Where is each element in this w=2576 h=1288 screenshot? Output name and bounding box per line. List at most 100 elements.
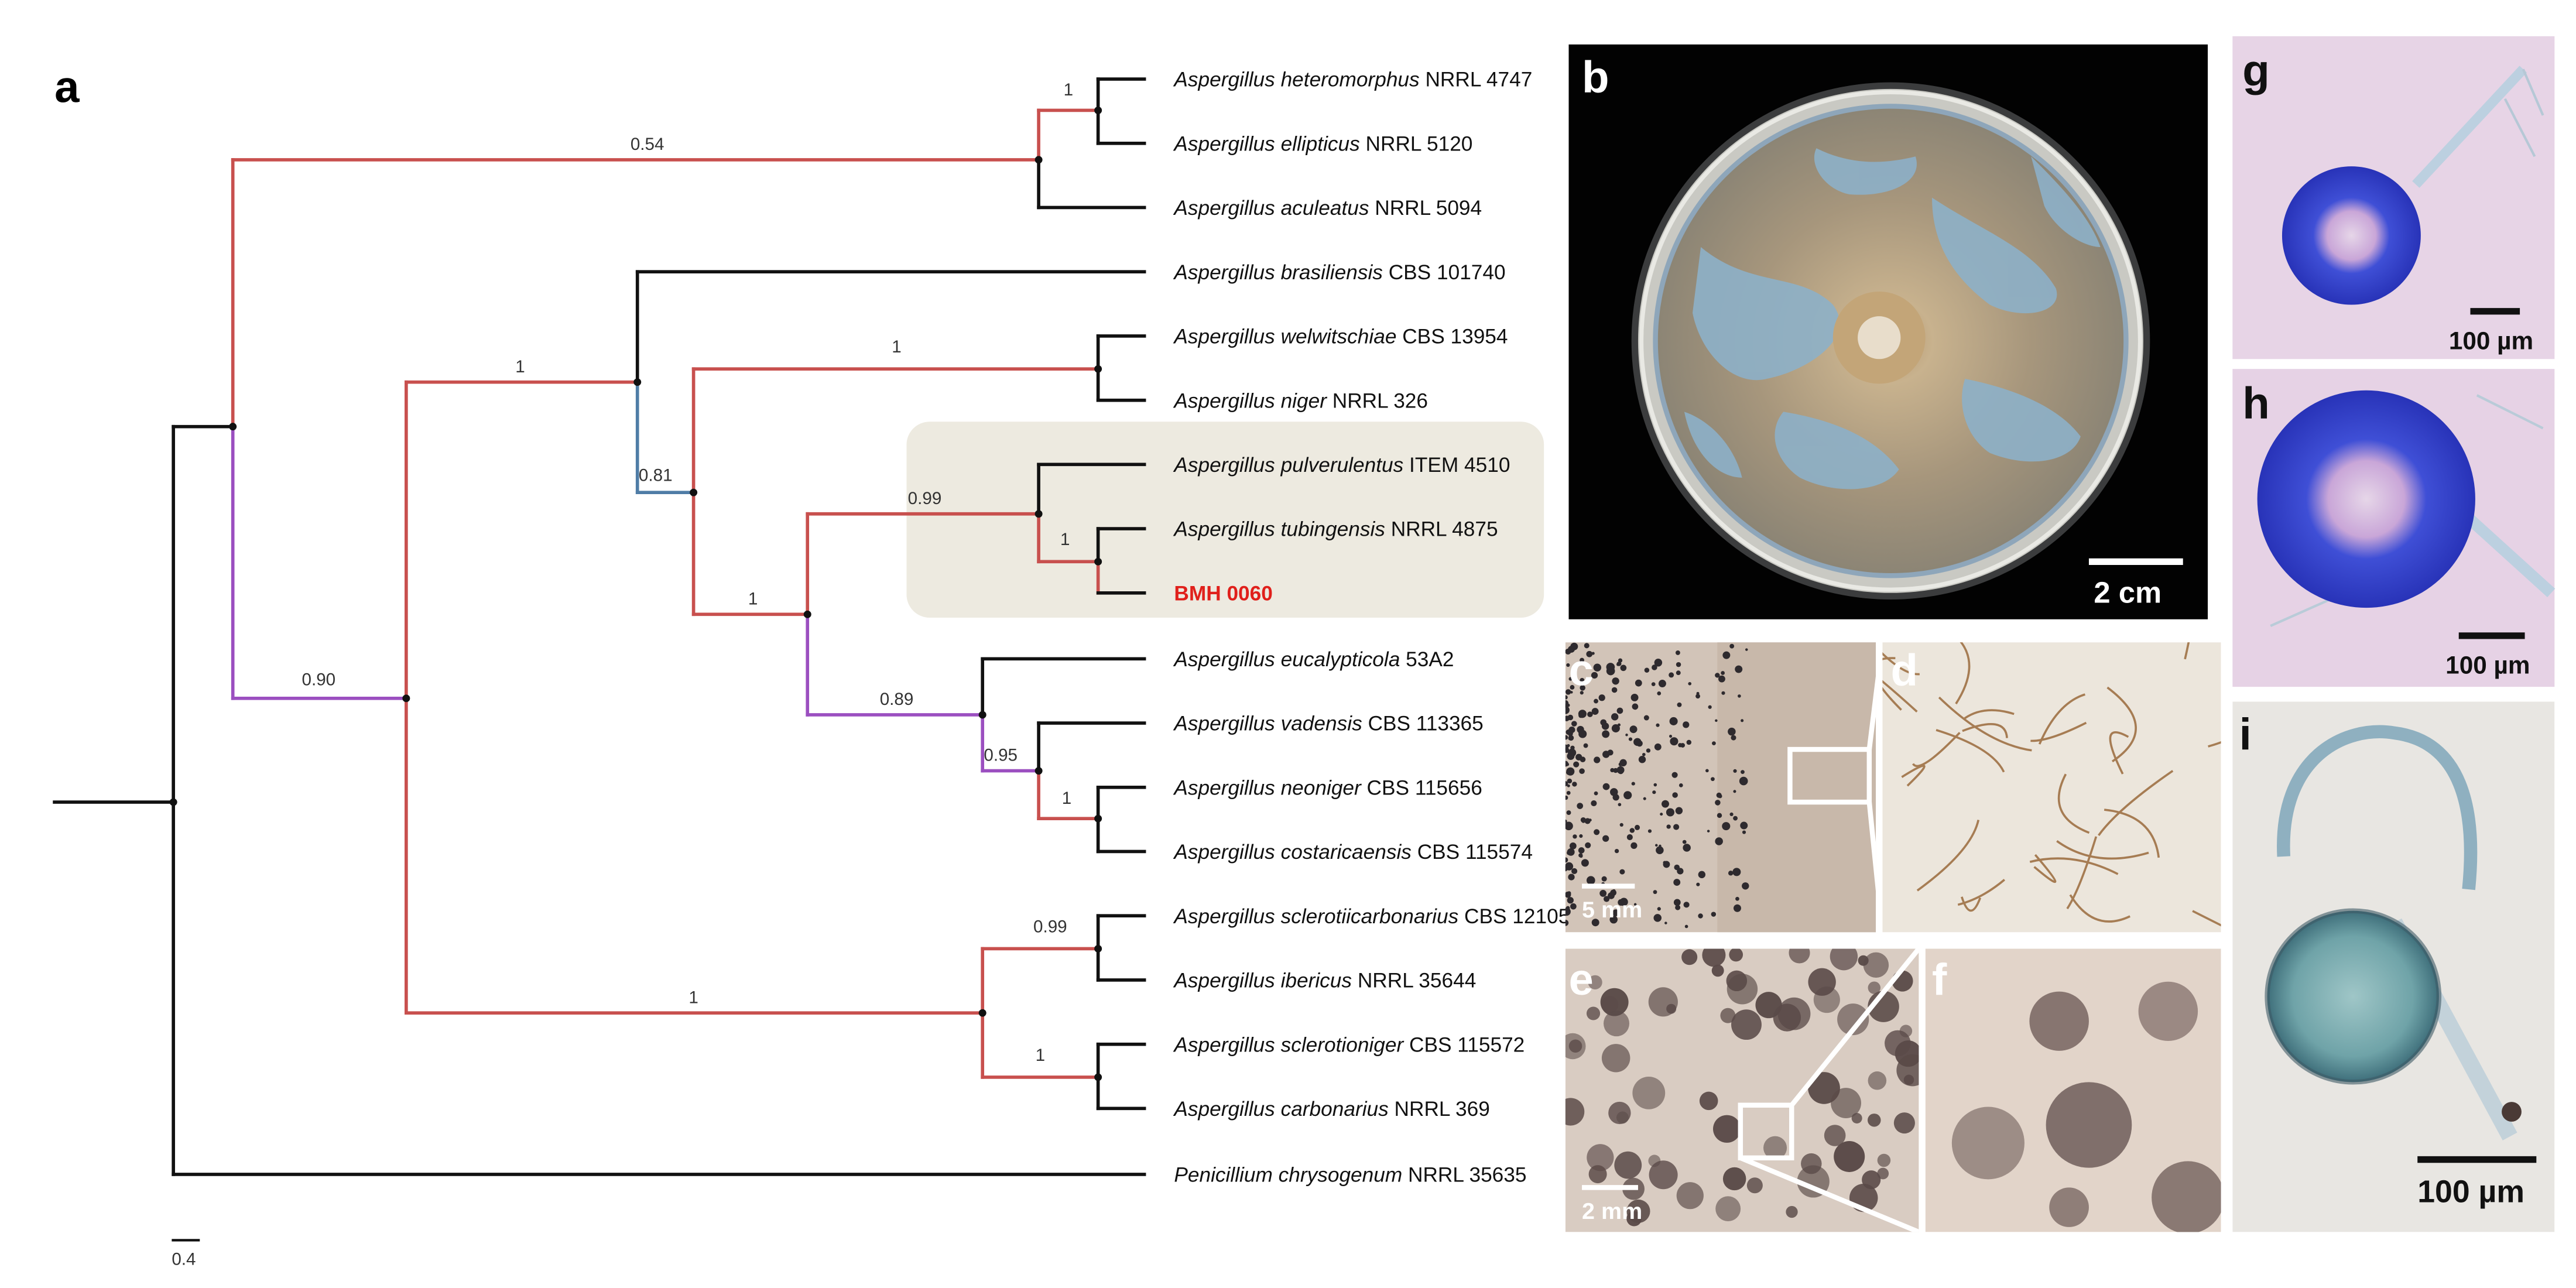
tree-node [1094, 1073, 1102, 1081]
panel-e-photo: 2 mm [1565, 948, 1919, 1232]
tree-node [1034, 510, 1043, 518]
panel-label-a: a [54, 63, 80, 112]
taxon-highlight-name: BMH 0060 [1174, 582, 1272, 605]
taxon-label: BMH 0060 [1174, 582, 1272, 605]
taxon-label: Aspergillus tubingensis NRRL 4875 [1173, 518, 1498, 541]
tree-node [1094, 365, 1102, 373]
panel-i-photo: 100 µm [2232, 701, 2555, 1232]
taxon-strain: NRRL 5120 [1360, 132, 1473, 155]
taxon-labels: Aspergillus heteromorphus NRRL 4747Asper… [1173, 68, 1581, 1187]
taxon-species: Aspergillus costaricaensis [1173, 841, 1412, 864]
taxon-label: Aspergillus ellipticus NRRL 5120 [1173, 132, 1472, 155]
taxon-strain: NRRL 4747 [1420, 68, 1533, 91]
panel-f-photo [1925, 948, 2221, 1232]
taxon-strain: CBS 121057 [1458, 905, 1581, 928]
taxon-strain: NRRL 35644 [1352, 970, 1476, 992]
panel-c-photo: 5 mm [1565, 642, 1876, 933]
taxon-species: Aspergillus sclerotiicarbonarius [1173, 905, 1458, 928]
panel-label-g: g [2242, 46, 2270, 95]
taxon-species: Aspergillus sclerotioniger [1173, 1033, 1404, 1056]
scale-bar-h-label: 100 µm [2445, 652, 2530, 679]
tree-node [1094, 944, 1102, 953]
tree-node [229, 423, 237, 431]
scale-bar-i-label: 100 µm [2417, 1175, 2524, 1210]
panel-b-photo: 2 cm [1568, 44, 2208, 619]
scale-bar-c-label: 5 mm [1582, 897, 1642, 923]
support-value: 1 [515, 357, 525, 376]
tree-node [1094, 814, 1102, 823]
tree-node [1034, 767, 1043, 775]
taxon-species: Aspergillus niger [1173, 389, 1327, 412]
support-value: 1 [1064, 80, 1073, 100]
taxon-strain: CBS 13954 [1396, 326, 1508, 348]
taxon-strain: NRRL 326 [1327, 389, 1428, 412]
panel-label-f: f [1932, 955, 1947, 1005]
taxon-label: Aspergillus carbonarius NRRL 369 [1173, 1098, 1489, 1121]
taxon-species: Aspergillus heteromorphus [1173, 68, 1419, 91]
scale-bar-e-label: 2 mm [1582, 1198, 1642, 1224]
tree-scale-bar: 0.4 [172, 1239, 200, 1269]
support-value: 0.99 [908, 489, 942, 508]
taxon-label: Aspergillus eucalypticola 53A2 [1173, 648, 1454, 671]
tree-node [1034, 156, 1043, 164]
taxon-strain: CBS 115656 [1361, 776, 1482, 799]
taxon-species: Aspergillus neoniger [1173, 776, 1362, 799]
taxon-species: Aspergillus ellipticus [1173, 132, 1359, 155]
taxon-strain: CBS 115572 [1403, 1033, 1525, 1056]
taxon-strain: NRRL 369 [1389, 1098, 1490, 1121]
taxon-species: Aspergillus eucalypticola [1173, 648, 1400, 671]
tree-branches [53, 77, 1146, 1176]
taxon-label: Aspergillus vadensis CBS 113365 [1173, 712, 1483, 735]
panel-h-photo: 100 µm [2232, 369, 2556, 687]
taxon-label: Aspergillus sclerotiicarbonarius CBS 121… [1173, 905, 1581, 928]
support-value: 0.54 [631, 135, 664, 154]
taxon-strain: CBS 113365 [1362, 712, 1484, 735]
taxon-strain: CBS 115574 [1412, 841, 1533, 864]
tree-node [1094, 557, 1102, 566]
panel-label-h: h [2242, 379, 2270, 429]
support-value: 0.95 [984, 746, 1018, 765]
taxon-label: Aspergillus aculeatus NRRL 5094 [1173, 197, 1482, 220]
support-value: 1 [1062, 789, 1071, 808]
panel-g-photo: 100 µm [2232, 36, 2555, 359]
panel-label-c: c [1568, 645, 1593, 695]
taxon-label: Aspergillus heteromorphus NRRL 4747 [1173, 68, 1532, 91]
taxon-strain: NRRL 5094 [1369, 197, 1482, 220]
tree-node [978, 711, 986, 719]
tree-node [803, 610, 811, 618]
taxon-label: Aspergillus welwitschiae CBS 13954 [1173, 326, 1508, 348]
tree-node [633, 378, 642, 386]
tree-node [1094, 107, 1102, 114]
scale-bar-g-label: 100 µm [2449, 327, 2533, 354]
taxon-label: Aspergillus pulverulentus ITEM 4510 [1173, 454, 1510, 477]
taxon-species: Aspergillus carbonarius [1173, 1098, 1388, 1121]
tree-scale-label: 0.4 [172, 1250, 196, 1269]
taxon-label: Aspergillus niger NRRL 326 [1173, 389, 1428, 412]
taxon-label: Aspergillus brasiliensis CBS 101740 [1173, 261, 1505, 284]
taxon-species: Penicillium chrysogenum [1174, 1164, 1402, 1187]
taxon-strain: CBS 101740 [1383, 261, 1506, 284]
panel-label-i: i [2239, 710, 2252, 759]
support-value: 1 [688, 988, 698, 1007]
support-value: 1 [1060, 530, 1070, 549]
taxon-species: Aspergillus brasiliensis [1173, 261, 1383, 284]
panel-d-photo [1882, 642, 2221, 933]
panel-label-d: d [1890, 645, 1918, 695]
taxon-species: Aspergillus vadensis [1173, 712, 1362, 735]
taxon-species: Aspergillus welwitschiae [1173, 326, 1396, 348]
support-value: 1 [748, 590, 758, 609]
taxon-strain: 53A2 [1400, 648, 1454, 671]
taxon-species: Aspergillus ibericus [1173, 970, 1352, 992]
panel-label-e: e [1568, 955, 1593, 1005]
tree-node [690, 488, 698, 496]
clade-highlight-box [906, 422, 1544, 618]
taxon-strain: NRRL 35635 [1402, 1164, 1526, 1187]
support-value: 1 [892, 337, 901, 357]
taxon-label: Penicillium chrysogenum NRRL 35635 [1174, 1164, 1526, 1187]
taxon-label: Aspergillus sclerotioniger CBS 115572 [1173, 1033, 1525, 1056]
taxon-label: Aspergillus ibericus NRRL 35644 [1173, 970, 1476, 992]
taxon-label: Aspergillus neoniger CBS 115656 [1173, 776, 1482, 799]
support-value: 1 [1036, 1046, 1045, 1065]
tree-node [402, 694, 410, 703]
